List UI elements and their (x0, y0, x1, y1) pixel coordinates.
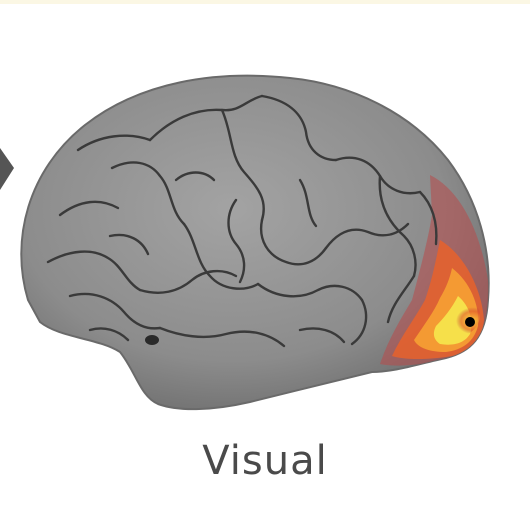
figure-caption: Visual (0, 438, 530, 484)
activation-peak-marker-icon (465, 317, 475, 327)
chevron-right-icon (0, 148, 14, 190)
fissure-mark (145, 335, 159, 345)
